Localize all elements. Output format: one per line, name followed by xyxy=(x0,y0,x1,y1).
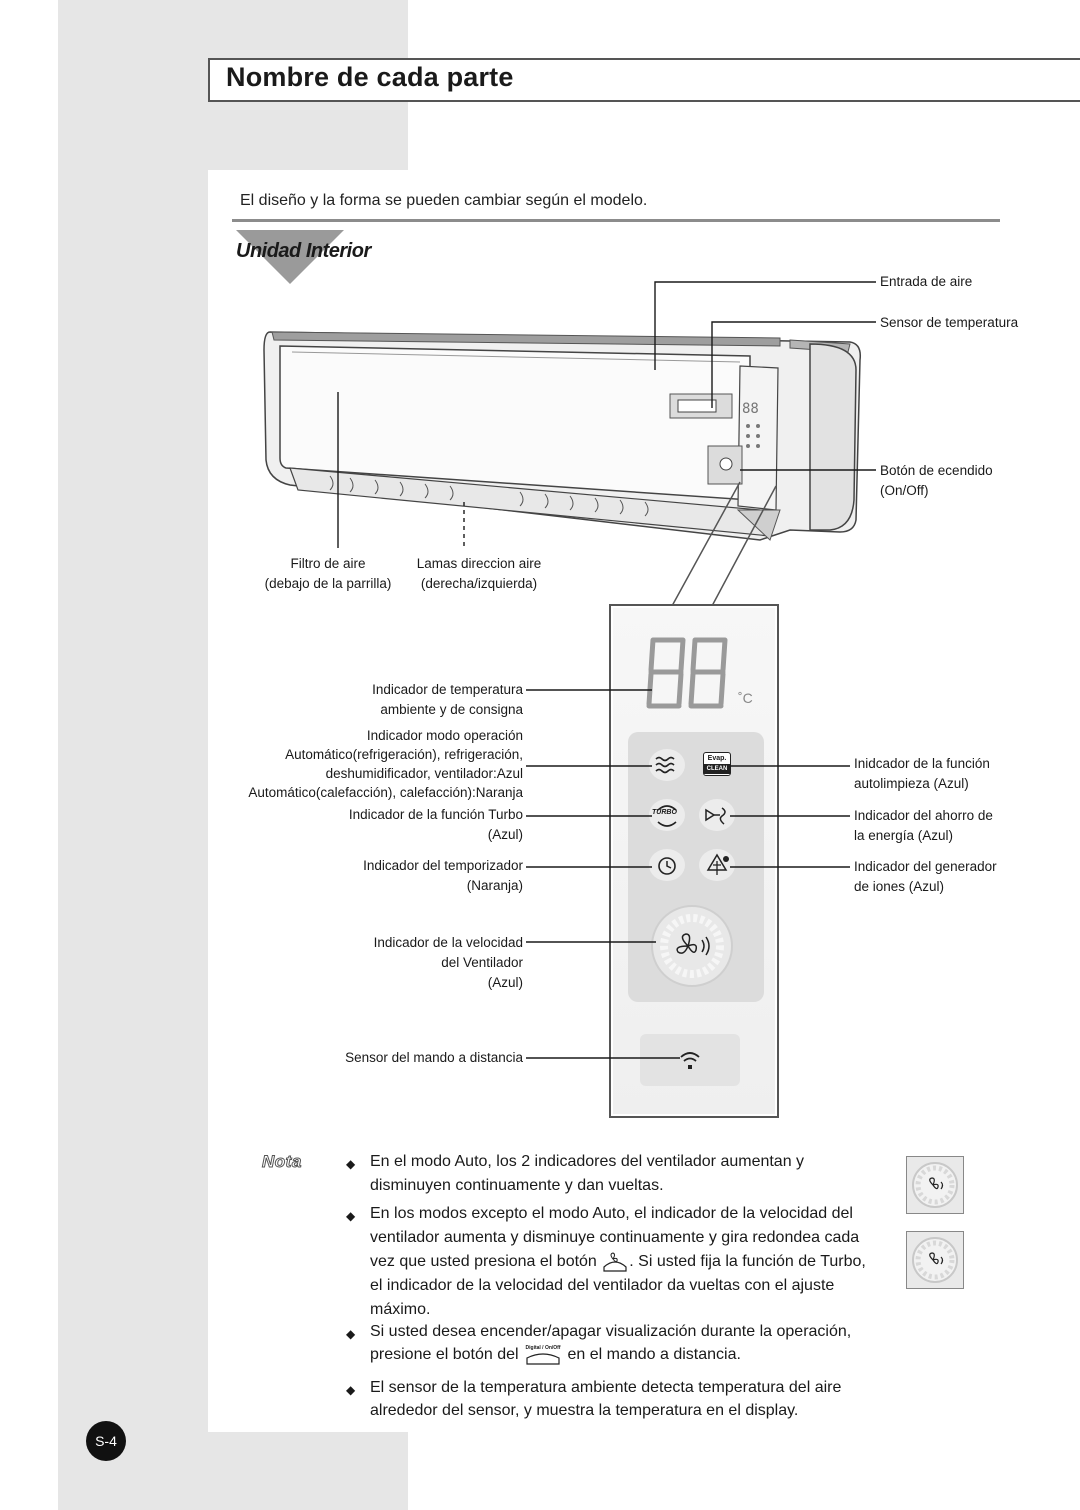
label-autolimpieza-sub: autolimpieza (Azul) xyxy=(854,776,969,791)
note-2-line-2: ventilador aumenta y disminuye continuam… xyxy=(370,1229,860,1246)
label-modo-1: Indicador modo operación xyxy=(366,728,523,743)
section-triangle-icon xyxy=(236,230,344,284)
note-1-line-2: disminuyen continuamente y dan vueltas. xyxy=(370,1177,664,1194)
remote-sensor-area xyxy=(640,1034,740,1086)
label-sensor-mando: Sensor del mando a distancia xyxy=(345,1050,523,1065)
label-ahorro: Indicador del ahorro de xyxy=(854,808,993,823)
panel-leader-lines xyxy=(526,689,850,1059)
display-unit: ˚C xyxy=(738,690,753,706)
note-1-line-1: En el modo Auto, los 2 indicadores del v… xyxy=(370,1153,805,1170)
digital-onoff-button-icon: Digital / On/Off xyxy=(523,1344,563,1366)
label-modo-3: deshumidificador, ventilador:Azul xyxy=(325,766,523,781)
label-velocidad-sub: del Ventilador xyxy=(441,955,523,970)
seven-segment-icon xyxy=(646,637,728,709)
label-lamas: Lamas direccion aire xyxy=(416,556,542,571)
fan-thumbnail-2 xyxy=(906,1231,964,1289)
label-ind-temp: Indicador de temperatura xyxy=(372,682,523,697)
nota-label: Nota xyxy=(262,1152,302,1172)
label-filtro-aire-sub: (debajo de la parrilla) xyxy=(264,576,392,591)
unit-leader-lines xyxy=(337,281,876,607)
label-velocidad-sub2: (Azul) xyxy=(487,975,523,990)
label-turbo-sub: (Azul) xyxy=(487,827,523,842)
fan-thumbnail-1 xyxy=(906,1156,964,1214)
page-subtitle: El diseño y la forma se pueden cambiar s… xyxy=(240,192,648,209)
label-filtro-aire: Filtro de aire xyxy=(290,556,366,571)
bullet-diamond-icon: ◆ xyxy=(346,1209,356,1223)
fan-dial-icon xyxy=(912,1162,958,1208)
evap-label: Evap. xyxy=(707,755,727,762)
page-title: Nombre de cada parte xyxy=(226,62,514,92)
label-temporizador: Indicador del temporizador xyxy=(363,858,523,873)
evap-clean-icon: Evap. CLEAN xyxy=(703,752,731,776)
label-iones: Indicador del generador xyxy=(854,859,997,874)
label-turbo: Indicador de la función Turbo xyxy=(348,807,523,822)
bullet-diamond-icon: ◆ xyxy=(346,1327,356,1341)
svg-text:88: 88 xyxy=(742,401,759,417)
note-3-line-2a: presione el botón del xyxy=(370,1346,519,1363)
indoor-unit-illustration: 88 xyxy=(263,331,862,541)
label-boton-encendido-onoff: (On/Off) xyxy=(880,483,929,498)
fan-speed-icon xyxy=(651,905,733,987)
note-2-line-5: máximo. xyxy=(370,1301,431,1318)
note-2-line-3a: vez que usted presiona el botón xyxy=(370,1253,597,1270)
note-4-line-1: El sensor de la temperatura ambiente det… xyxy=(370,1379,842,1396)
label-ind-temp-sub: ambiente y de consigna xyxy=(380,702,523,717)
section-title: Unidad Interior xyxy=(236,240,371,262)
label-modo-4: Automático(calefacción), calefacción):Na… xyxy=(248,785,523,800)
label-lamas-sub: (derecha/izquierda) xyxy=(420,576,538,591)
bullet-diamond-icon: ◆ xyxy=(346,1157,356,1171)
digital-onoff-label: Digital / On/Off xyxy=(525,1344,561,1351)
note-2-line-4: el indicador de la velocidad del ventila… xyxy=(370,1277,835,1294)
label-velocidad: Indicador de la velocidad xyxy=(373,935,523,950)
label-iones-sub: de iones (Azul) xyxy=(854,879,945,894)
fan-dial-icon xyxy=(912,1237,958,1283)
page-number: S-4 xyxy=(86,1421,126,1461)
energy-saving-icon xyxy=(699,799,735,831)
divider xyxy=(232,219,1000,222)
note-2-line-1: En los modos excepto el modo Auto, el in… xyxy=(370,1205,853,1222)
label-boton-encendido: Botón de ecendido xyxy=(880,463,993,478)
title-box xyxy=(208,58,1080,102)
note-3-line-1: Si usted desea encender/apagar visualiza… xyxy=(370,1323,852,1340)
turbo-icon xyxy=(649,799,685,831)
turbo-label: TURBO xyxy=(652,809,677,816)
note-2-line-3: vez que usted presiona el botón . Si ust… xyxy=(370,1250,866,1274)
label-temporizador-sub: (Naranja) xyxy=(466,878,523,893)
note-2-line-3b: . Si usted fija la función de Turbo, xyxy=(629,1253,866,1270)
ion-generator-icon xyxy=(699,849,735,881)
label-entrada-aire: Entrada de aire xyxy=(880,274,973,289)
label-ahorro-sub: la energía (Azul) xyxy=(854,828,954,843)
clean-label: CLEAN xyxy=(704,764,730,774)
note-4-line-2: alrededor del sensor, y muestra la tempe… xyxy=(370,1402,799,1419)
wifi-sensor-icon xyxy=(680,1052,700,1069)
bullet-diamond-icon: ◆ xyxy=(346,1383,356,1397)
timer-icon xyxy=(649,849,685,881)
note-3-line-2: presione el botón del Digital / On/Off e… xyxy=(370,1343,741,1367)
label-autolimpieza: Inidcador de la función xyxy=(854,756,990,771)
fan-button-icon xyxy=(603,1252,627,1272)
label-sensor-temperatura: Sensor de temperatura xyxy=(880,315,1019,330)
mode-icon xyxy=(649,749,685,781)
note-3-line-2b: en el mando a distancia. xyxy=(567,1346,741,1363)
label-modo-2: Automático(refrigeración), refrigeración… xyxy=(285,747,523,762)
